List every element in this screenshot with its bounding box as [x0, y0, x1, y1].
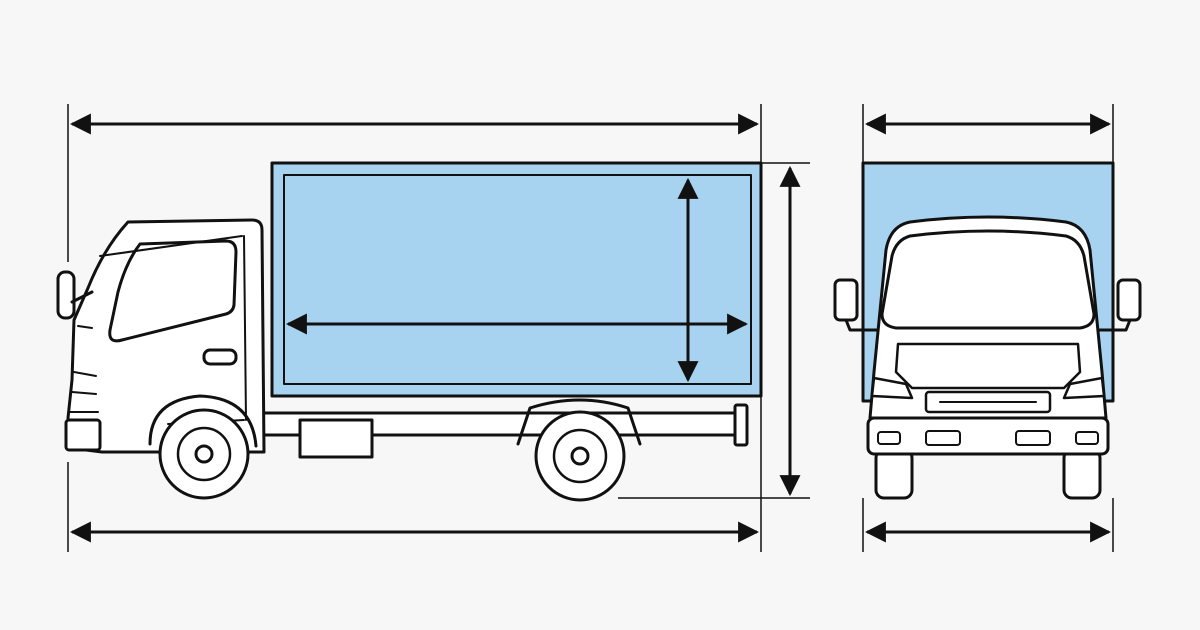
front-right-mirror	[1116, 278, 1142, 322]
cab-front-lines	[69, 325, 99, 413]
front-grille-outline	[894, 342, 1082, 390]
front-fog-light-right	[1015, 430, 1051, 446]
front-fog-light-right-outer	[1075, 431, 1099, 445]
front-left-headlight	[870, 376, 914, 400]
front-left-tire	[874, 448, 914, 500]
front-view	[833, 161, 1142, 500]
front-fog-light-left	[925, 430, 961, 446]
cargo-box-inner-panel	[283, 174, 752, 385]
front-right-mirror-arm	[1096, 318, 1132, 332]
rear-bumper	[733, 403, 749, 447]
front-fog-light-left-outer	[877, 431, 901, 445]
front-left-mirror-arm	[844, 318, 880, 332]
door-handle	[202, 348, 238, 366]
front-bumper	[64, 418, 102, 452]
front-wheel-arch	[148, 394, 258, 448]
mirror-arm	[70, 290, 94, 304]
rear-hub-center	[570, 446, 590, 466]
front-hub-center	[194, 444, 214, 464]
front-windshield	[880, 229, 1096, 330]
side-dimensions	[67, 104, 810, 552]
front-right-headlight	[1062, 376, 1106, 400]
front-left-mirror	[833, 278, 859, 322]
rear-wheel-arch	[516, 398, 642, 446]
front-bumper-front	[866, 416, 1110, 456]
side-mirror	[56, 270, 76, 320]
front-dimensions	[862, 104, 1114, 552]
front-right-tire	[1062, 448, 1102, 500]
cab-window	[108, 239, 238, 343]
fuel-tank	[298, 418, 374, 459]
